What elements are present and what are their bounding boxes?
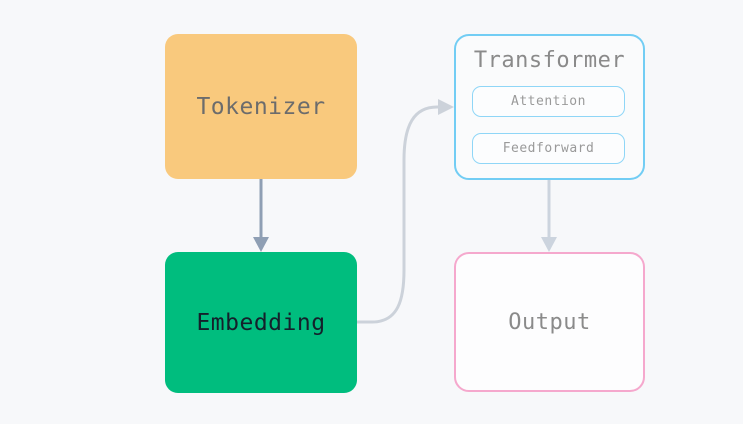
node-attention[interactable]: Attention	[472, 86, 625, 117]
edge-tokenizer-to-embedding	[253, 177, 269, 252]
node-output[interactable]: Output	[454, 252, 645, 392]
node-feedforward[interactable]: Feedforward	[472, 133, 625, 164]
arrowhead-icon	[253, 237, 269, 252]
node-tokenizer[interactable]: Tokenizer	[165, 34, 357, 179]
node-transformer[interactable]: Transformer Attention Feedforward	[454, 34, 645, 180]
node-embedding-label: Embedding	[196, 309, 326, 336]
node-tokenizer-label: Tokenizer	[196, 93, 326, 120]
node-attention-label: Attention	[511, 94, 586, 109]
node-feedforward-label: Feedforward	[502, 141, 595, 156]
node-transformer-label: Transformer	[473, 48, 626, 73]
edge-embedding-to-transformer	[355, 99, 454, 324]
edge-line	[355, 105, 446, 324]
node-embedding[interactable]: Embedding	[165, 252, 357, 393]
edge-transformer-to-output	[541, 178, 557, 252]
arrowhead-icon	[438, 99, 454, 115]
arrowhead-icon	[541, 237, 557, 252]
node-output-label: Output	[508, 309, 591, 335]
